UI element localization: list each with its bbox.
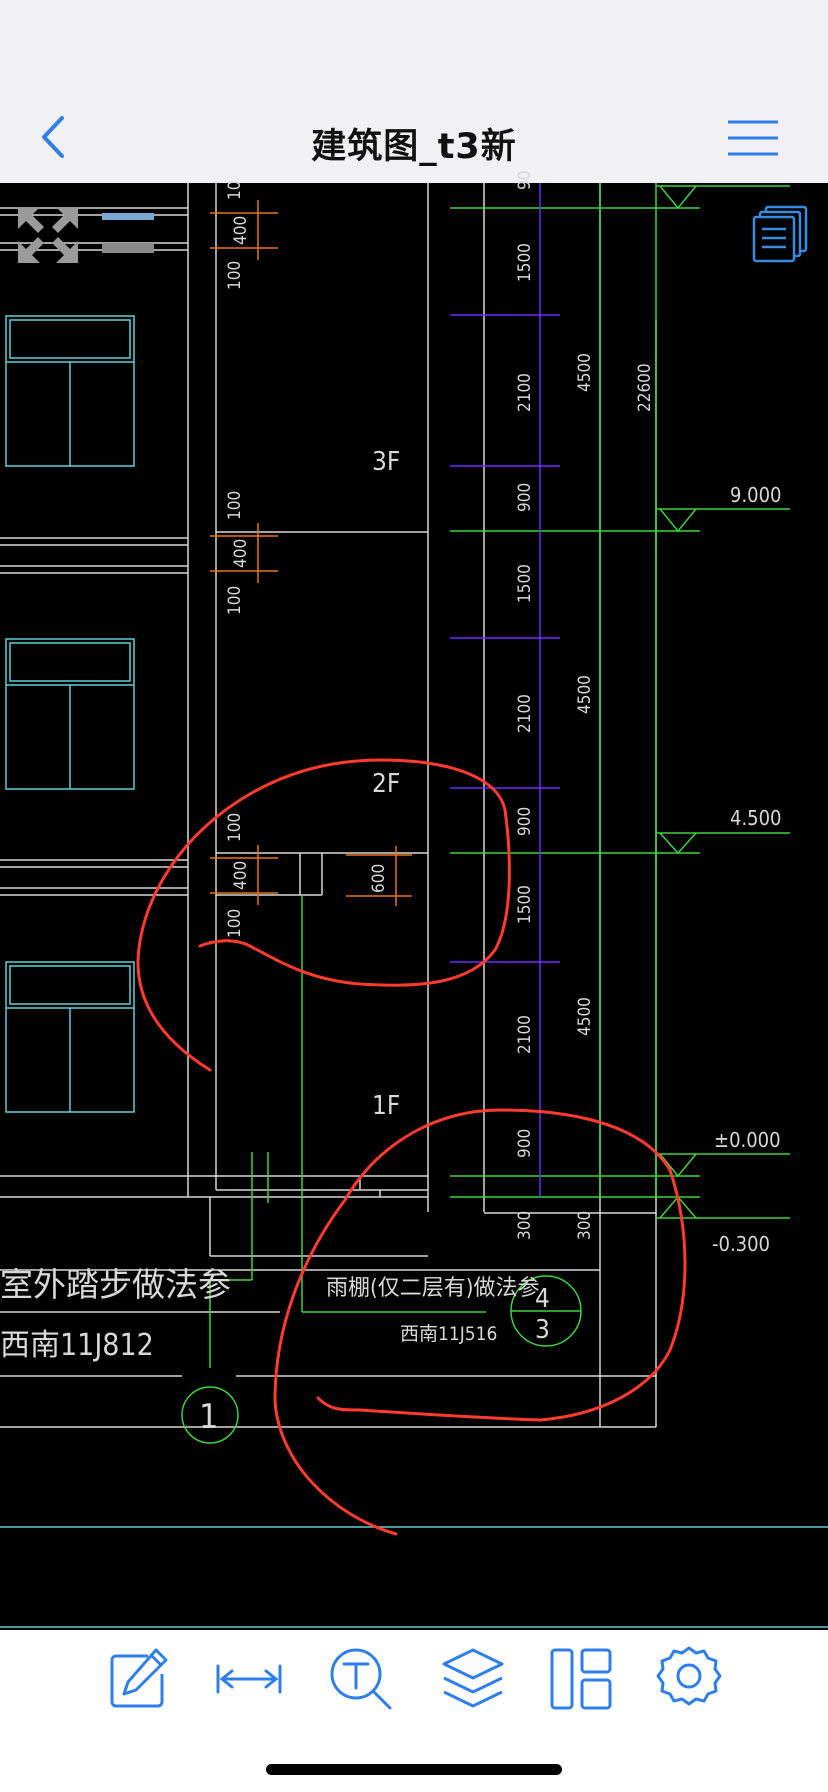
dim-text: 100 [225,261,245,290]
line-style-bar [102,213,154,220]
elevation-label: 9.000 [730,483,782,507]
edit-pencil-icon[interactable] [104,1644,174,1714]
dim-text: 100 [225,491,245,520]
dim-text: 300 [575,1211,595,1240]
dim-text: 400 [231,861,251,890]
dim-text: 100 [225,813,245,842]
dim-text: 100 [225,586,245,615]
dim-text: 4500 [575,353,595,392]
bottom-toolbar [0,1630,828,1792]
total-dim-text: 22600 [635,363,655,412]
drawing-canvas[interactable]: 100 400 10 100 400 100 100 400 100 600 9… [0,171,828,1630]
windows [0,315,828,1628]
text-search-icon[interactable] [326,1644,396,1714]
note-steps-line2: 西南11J812 [0,1328,154,1363]
settings-gear-icon[interactable] [654,1644,724,1714]
line-weight-bar [102,243,154,253]
dim-text: 900 [515,1129,535,1158]
layout-panels-icon[interactable] [546,1644,616,1714]
hamburger-menu-icon[interactable] [726,118,780,158]
dim-text: 2100 [515,694,535,733]
dimension-texts: 100 400 10 100 400 100 100 400 100 600 9… [225,171,655,1240]
floor-label: 3F [372,447,400,477]
dim-text: 2100 [515,373,535,412]
dim-text: 400 [231,216,251,245]
dim-text: 900 [515,483,535,512]
dim-text: 100 [225,909,245,938]
measure-distance-icon[interactable] [214,1644,284,1714]
dim-text: 4500 [575,997,595,1036]
nav-bar: 建筑图_t3新 [0,0,828,183]
dim-text: 1500 [515,564,535,603]
floor-labels: 3F 2F 1F [372,447,400,1121]
page-title: 建筑图_t3新 [311,127,517,167]
note-steps-line1: 室外踏步做法参 [0,1265,231,1304]
dim-text: 10 [225,181,245,200]
floor-label: 1F [372,1091,400,1121]
detail-index-bottom: 3 [535,1315,550,1345]
chevron-left-icon[interactable] [34,112,74,162]
document-stack-icon[interactable] [752,205,810,263]
elevation-labels: 9.000 4.500 ±0.000 -0.300 [712,483,782,1256]
dim-text: 300 [515,1211,535,1240]
expand-arrows-icon[interactable] [16,205,80,265]
dim-text: 2100 [515,1015,535,1054]
layers-icon[interactable] [438,1644,508,1714]
notes: 室外踏步做法参 西南11J812 雨棚(仅二层有)做法参 西南11J516 1 … [0,1265,550,1437]
dim-text: 900 [515,807,535,836]
floor-label: 2F [372,769,400,799]
cad-drawing[interactable]: 100 400 10 100 400 100 100 400 100 600 9… [0,171,828,1630]
dim-text: 1500 [515,243,535,282]
canopy-dim-text: 600 [369,864,389,893]
note-canopy-line2: 西南11J516 [400,1323,497,1345]
red-markup [136,758,687,1536]
elevation-label: 4.500 [730,806,782,830]
purple-dimension-lines [450,183,560,1197]
elevation-label: ±0.000 [714,1128,781,1152]
orange-dimension-marks [210,200,412,906]
building-outline [0,183,657,1428]
dim-text: 1500 [515,885,535,924]
dim-text: 4500 [575,675,595,714]
grid-lines [181,183,790,1444]
elevation-label: -0.300 [712,1232,770,1256]
dim-text: 400 [231,539,251,568]
note-canopy-line1: 雨棚(仅二层有)做法参 [326,1276,539,1301]
dim-text: 90 [515,171,535,190]
detail-index: 1 [199,1397,218,1437]
detail-index-top: 4 [535,1284,550,1314]
home-indicator [266,1764,562,1775]
